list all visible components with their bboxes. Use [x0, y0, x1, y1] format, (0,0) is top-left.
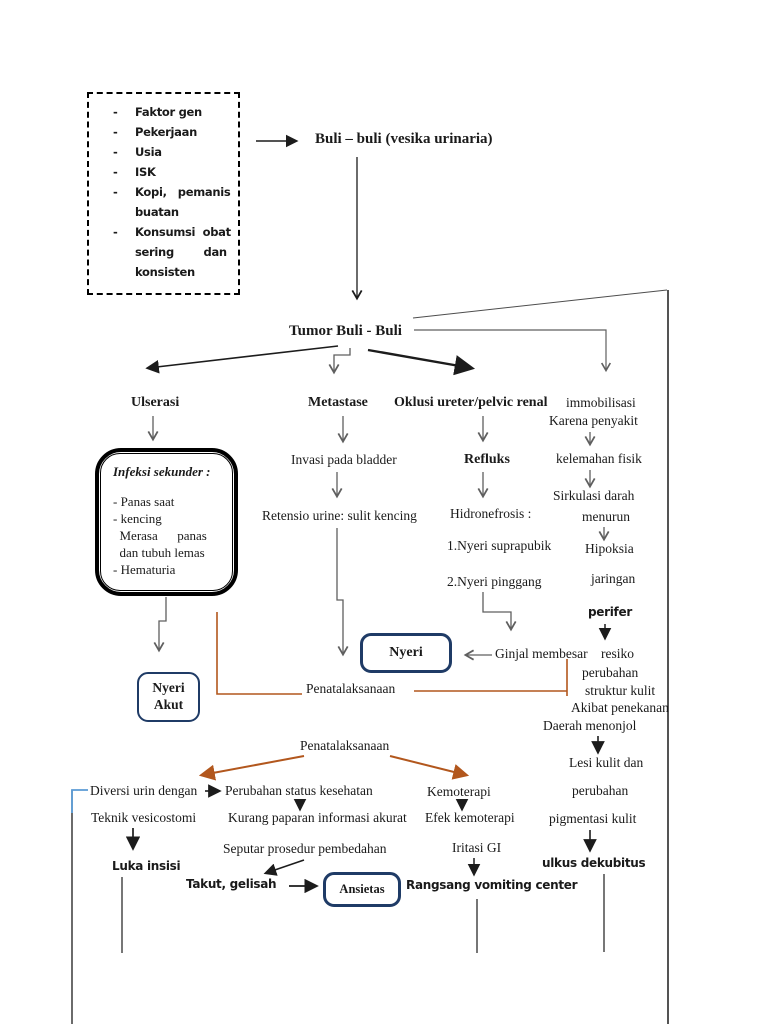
node-hidronefrosis: Hidronefrosis :	[450, 506, 532, 521]
list-item: -Kopi, pemanis	[113, 185, 231, 199]
node-jaringan: jaringan	[591, 571, 636, 586]
list-item: -Faktor gen	[113, 105, 202, 119]
node-lesi-kulit: Lesi kulit dan	[569, 755, 644, 770]
node-resiko: resiko	[601, 646, 634, 661]
infeksi-line: - Panas saat	[113, 494, 175, 509]
node-ulserasi: Ulserasi	[131, 395, 180, 410]
list-item: -Konsumsi obat	[113, 225, 231, 239]
node-takut-gelisah: Takut, gelisah	[186, 877, 277, 891]
list-item: -Usia	[113, 145, 162, 159]
node-diversi-urin: Diversi urin dengan	[90, 783, 198, 798]
node-nyeri-suprapubik: 1.Nyeri suprapubik	[447, 538, 552, 553]
node-penatalaksanaan-1: Penatalaksanaan	[306, 681, 396, 696]
list-item: buatan	[135, 205, 179, 219]
node-struktur-kulit: struktur kulit	[585, 683, 656, 698]
risk-factors-box: -Faktor gen -Pekerjaan -Usia -ISK -Kopi,…	[87, 92, 240, 295]
node-nyeri-pinggang: 2.Nyeri pinggang	[447, 574, 542, 589]
node-menurun: menurun	[582, 509, 630, 524]
node-luka-insisi: Luka insisi	[112, 859, 181, 873]
node-perubahan-2: perubahan	[572, 783, 629, 798]
list-item: konsisten	[135, 265, 195, 279]
node-perifer: perifer	[588, 605, 632, 619]
node-kurang-paparan: Kurang paparan informasi akurat	[228, 810, 407, 825]
nyeri-box: Nyeri	[360, 633, 452, 673]
node-kelemahan-fisik: kelemahan fisik	[556, 451, 642, 466]
list-item: sering dan	[135, 245, 227, 259]
list-item: -ISK	[113, 165, 156, 179]
node-daerah-menonjol: Daerah menonjol	[543, 718, 637, 733]
node-penatalaksanaan-2: Penatalaksanaan	[300, 738, 390, 753]
node-perubahan-1: perubahan	[582, 665, 639, 680]
node-hipoksia: Hipoksia	[585, 541, 634, 556]
node-invasi-bladder: Invasi pada bladder	[291, 452, 397, 467]
node-metastase: Metastase	[308, 395, 368, 410]
node-oklusi-ureter: Oklusi ureter/pelvic renal	[394, 395, 548, 410]
node-ulkus-dekubitus: ulkus dekubitus	[542, 856, 646, 870]
node-perubahan-status: Perubahan status kesehatan	[225, 783, 373, 798]
node-rangsang-vomiting: Rangsang vomiting center	[406, 878, 578, 892]
infeksi-sekunder-box: Infeksi sekunder : - Panas saat - kencin…	[95, 448, 238, 596]
node-refluks: Refluks	[464, 452, 510, 467]
node-tumor-buli-buli: Tumor Buli - Buli	[289, 323, 402, 339]
infeksi-line: dan tubuh lemas	[113, 545, 205, 560]
node-seputar-prosedur: Seputar prosedur pembedahan	[223, 841, 387, 856]
node-efek-kemoterapi: Efek kemoterapi	[425, 810, 515, 825]
node-teknik-vesicostomi: Teknik vesicostomi	[91, 810, 197, 825]
node-immobilisasi: immobilisasi	[566, 395, 636, 410]
node-sirkulasi-darah: Sirkulasi darah	[553, 488, 635, 503]
infeksi-line: Merasa panas	[113, 528, 207, 543]
node-retensio-urine: Retensio urine: sulit kencing	[262, 508, 417, 523]
infeksi-line: - Hematuria	[113, 562, 176, 577]
ansietas-box: Ansietas	[323, 872, 401, 907]
node-iritasi-gi: Iritasi GI	[452, 840, 502, 855]
infeksi-line: - kencing	[113, 511, 162, 526]
node-kemoterapi: Kemoterapi	[427, 784, 491, 799]
node-pigmentasi-kulit: pigmentasi kulit	[549, 811, 637, 826]
node-buli-buli: Buli – buli (vesika urinaria)	[315, 131, 493, 147]
list-item: -Pekerjaan	[113, 125, 197, 139]
node-ginjal-membesar: Ginjal membesar	[495, 646, 588, 661]
node-karena-penyakit: Karena penyakit	[549, 413, 638, 428]
nyeri-akut-box: Nyeri Akut	[137, 672, 200, 722]
infeksi-title: Infeksi sekunder :	[113, 464, 211, 479]
node-akibat-penekanan: Akibat penekanan	[571, 700, 669, 715]
